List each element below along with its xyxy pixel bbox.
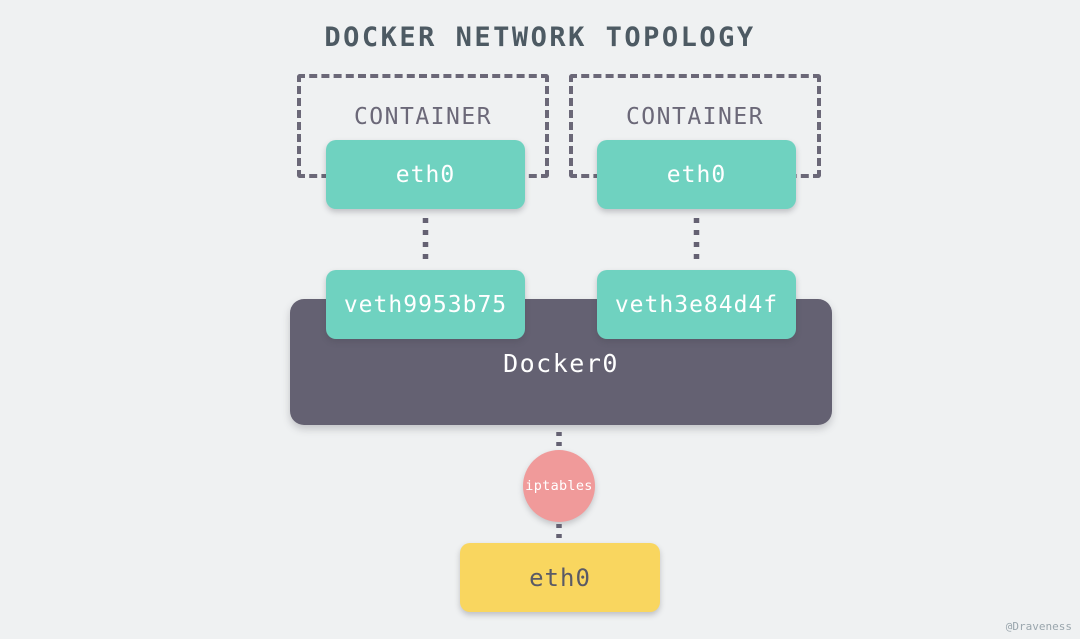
- watermark: @Draveness: [1005, 620, 1072, 633]
- host-eth0-label: eth0: [529, 563, 591, 592]
- container-label-2: CONTAINER: [625, 104, 765, 130]
- docker0-label: Docker0: [503, 349, 619, 378]
- host-eth0-node[interactable]: eth0: [460, 543, 660, 612]
- page-title: DOCKER NETWORK TOPOLOGY: [324, 22, 756, 53]
- container-label-1: CONTAINER: [353, 104, 493, 130]
- iptables-label: iptables: [525, 478, 593, 494]
- container-2-eth0-node[interactable]: eth0: [597, 140, 796, 209]
- iptables-node[interactable]: iptables: [523, 450, 595, 522]
- veth-node-2[interactable]: veth3e84d4f: [597, 270, 796, 339]
- veth-node-1-label: veth9953b75: [343, 291, 508, 318]
- veth-node-2-label: veth3e84d4f: [614, 291, 779, 318]
- container-1-eth0-node[interactable]: eth0: [326, 140, 525, 209]
- veth-node-1[interactable]: veth9953b75: [326, 270, 525, 339]
- container-2-eth0-label: eth0: [666, 161, 727, 188]
- container-1-eth0-label: eth0: [395, 161, 456, 188]
